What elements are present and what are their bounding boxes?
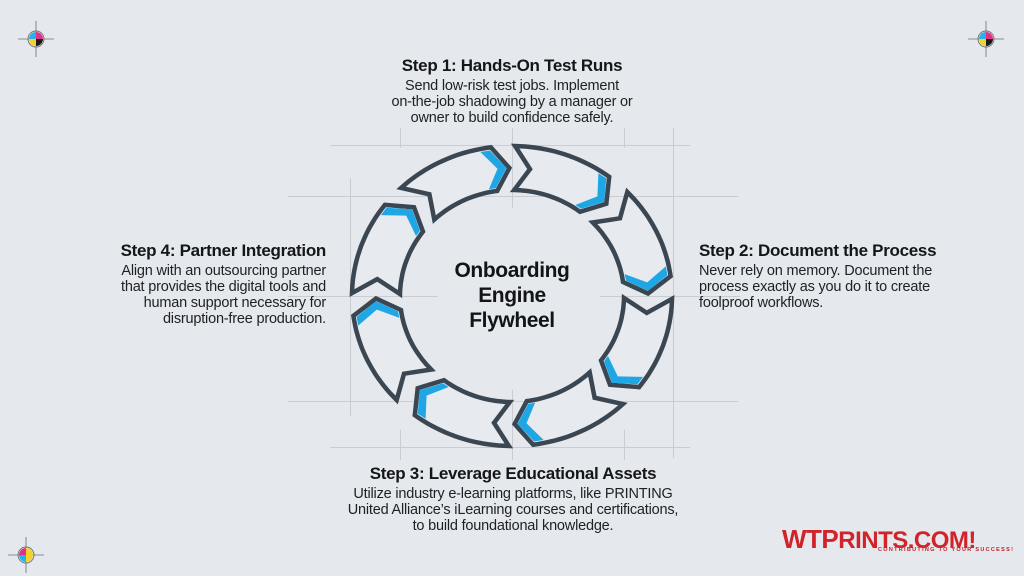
step-body-line: Never rely on memory. Document the	[699, 263, 933, 279]
grid-line	[673, 128, 674, 458]
step-body-line: Align with an outsourcing partner	[121, 263, 326, 279]
flywheel-title-line: Onboarding	[454, 259, 570, 282]
flywheel-arrow-segment	[350, 295, 436, 405]
step-body-line: human support necessary for	[143, 295, 327, 311]
step-body: Align with an outsourcing partner that p…	[90, 263, 326, 327]
step-body-line: to build foundational knowledge.	[412, 518, 614, 534]
step-body-line: process exactly as you do it to create	[699, 279, 930, 295]
logo-wordmark: WTPRINTS.COM!	[782, 526, 1002, 554]
chevron-accent-icon	[356, 301, 400, 326]
chevron-accent-icon	[380, 207, 420, 236]
grid-line	[330, 145, 690, 146]
logo-p: P	[821, 524, 839, 554]
flywheel-arrow-segment	[588, 187, 674, 297]
flywheel-arrow-segment	[509, 143, 612, 215]
step-body: Never rely on memory. Document the proce…	[699, 263, 979, 311]
step-body-line: United Alliance’s iLearning courses and …	[347, 502, 679, 518]
grid-line	[624, 128, 625, 148]
step-3-callout: Step 3: Leverage Educational Assets Util…	[330, 464, 696, 534]
logo-tagline: CONTRIBUTING TO YOUR SUCCESS!	[878, 547, 1015, 553]
step-body: Send low-risk test jobs. Implement on-th…	[362, 78, 662, 126]
step-body-line: Utilize industry e-learning platforms, l…	[353, 486, 673, 502]
step-title: Step 3: Leverage Educational Assets	[369, 464, 657, 483]
grid-line	[288, 296, 438, 297]
registration-mark-icon	[8, 537, 44, 573]
wtprints-logo: WTPRINTS.COM! CONTRIBUTING TO YOUR SUCCE…	[782, 526, 1013, 558]
step-body-line: disruption-free production.	[162, 311, 326, 327]
step-title: Step 2: Document the Process	[699, 241, 937, 260]
flywheel-arrow-segment	[396, 144, 513, 224]
flywheel-title-line: Engine	[478, 284, 546, 307]
step-2-callout: Step 2: Document the Process Never rely …	[699, 241, 979, 311]
step-body-line: foolproof workflows.	[699, 295, 824, 311]
grid-line	[400, 430, 401, 460]
flywheel-title: Onboarding Engine Flywheel	[432, 258, 592, 333]
chevron-accent-icon	[480, 150, 507, 190]
chevron-accent-icon	[604, 356, 644, 385]
chevron-accent-icon	[517, 402, 544, 442]
step-title: Step 1: Hands-On Test Runs	[401, 56, 623, 75]
logo-rints: RINTS.COM!	[838, 527, 976, 554]
registration-mark-icon	[968, 21, 1004, 57]
grid-line	[624, 430, 625, 460]
grid-line	[350, 178, 351, 416]
step-title: Step 4: Partner Integration	[120, 241, 327, 260]
chevron-accent-icon	[417, 383, 449, 419]
flywheel-arrow-segment	[598, 293, 675, 390]
flywheel-arrow-segment	[412, 377, 515, 449]
step-body-line: Send low-risk test jobs. Implement	[404, 78, 619, 94]
flywheel-arrow-segment	[511, 368, 628, 448]
registration-mark-icon	[18, 21, 54, 57]
logo-wt: WT	[782, 524, 822, 554]
grid-line	[288, 401, 738, 402]
grid-line	[512, 128, 513, 208]
grid-line	[400, 128, 401, 148]
flywheel-title-line: Flywheel	[469, 309, 555, 332]
step-body-line: on-the-job shadowing by a manager or	[391, 94, 633, 110]
step-4-callout: Step 4: Partner Integration Align with a…	[90, 241, 327, 327]
step-body: Utilize industry e-learning platforms, l…	[330, 486, 696, 534]
step-body-line: that provides the digital tools and	[121, 279, 326, 295]
grid-line	[288, 196, 738, 197]
step-1-callout: Step 1: Hands-On Test Runs Send low-risk…	[362, 56, 662, 126]
step-body-line: owner to build confidence safely.	[410, 110, 614, 126]
grid-line	[600, 296, 740, 297]
flywheel-arrow-segment	[349, 202, 426, 299]
chevron-accent-icon	[575, 173, 607, 209]
chevron-accent-icon	[624, 266, 668, 291]
